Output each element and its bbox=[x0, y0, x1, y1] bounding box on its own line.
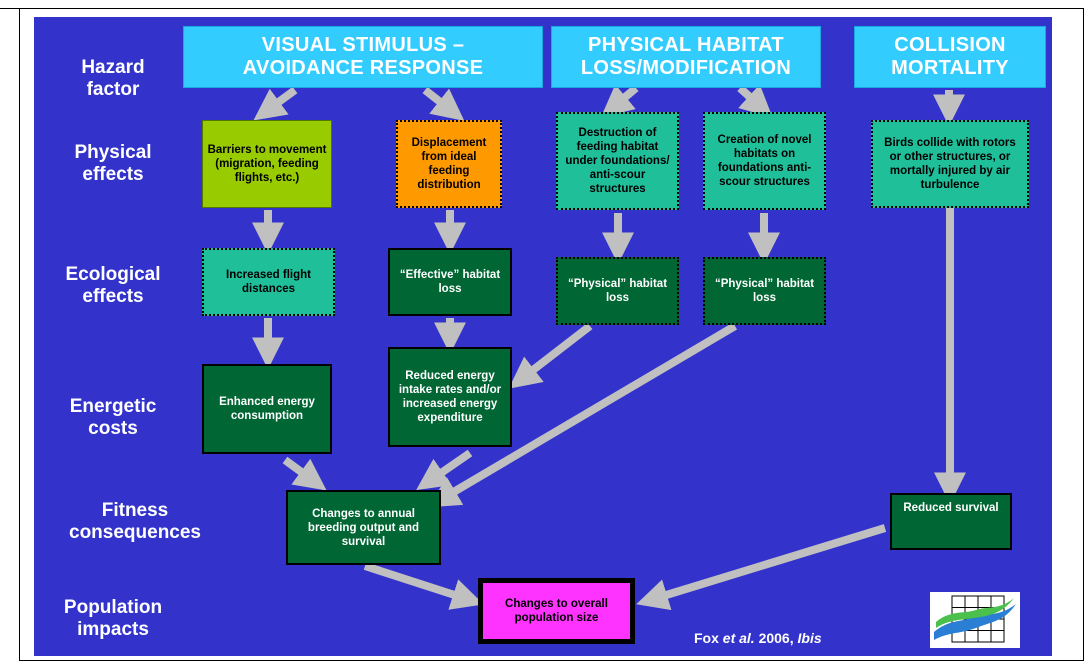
row-label-hazard: Hazard factor bbox=[81, 57, 145, 100]
citation-journal: Ibis bbox=[797, 630, 822, 646]
hazard-visual-stimulus: VISUAL STIMULUS – AVOIDANCE RESPONSE bbox=[183, 26, 543, 88]
row-label-fitness: Fitness consequences bbox=[69, 500, 201, 543]
row-label-ecological: Ecological effects bbox=[65, 264, 161, 307]
box-physical-habitat-loss-1: “Physical” habitat loss bbox=[556, 257, 679, 325]
row-label-energetic: Energetic costs bbox=[69, 396, 157, 439]
row-label-population: Population impacts bbox=[63, 597, 163, 640]
box-enhanced-energy-consumption: Enhanced energy consumption bbox=[202, 364, 332, 454]
box-birds-collide: Birds collide with rotors or other struc… bbox=[871, 120, 1029, 208]
box-effective-habitat-loss: “Effective” habitat loss bbox=[388, 248, 512, 316]
box-reduced-survival: Reduced survival bbox=[890, 493, 1012, 550]
organization-logo bbox=[930, 592, 1020, 648]
citation: Fox et al. 2006, Ibis bbox=[694, 630, 822, 646]
box-population-size: Changes to overall population size bbox=[478, 578, 635, 644]
citation-author: Fox bbox=[694, 630, 719, 646]
hazard-collision-mortality: COLLISION MORTALITY bbox=[854, 26, 1046, 88]
box-destruction-of-habitat: Destruction of feeding habitat under fou… bbox=[556, 112, 679, 210]
frame-corner-tick bbox=[0, 8, 19, 9]
hazard-habitat-loss: PHYSICAL HABITAT LOSS/MODIFICATION bbox=[551, 26, 821, 88]
box-barriers-to-movement: Barriers to movement (migration, feeding… bbox=[202, 120, 332, 208]
box-changes-to-breeding: Changes to annual breeding output and su… bbox=[286, 490, 441, 565]
box-creation-of-habitats: Creation of novel habitats on foundation… bbox=[703, 112, 826, 210]
slide-background bbox=[34, 17, 1052, 656]
citation-etal: et al. bbox=[722, 630, 755, 646]
logo-graphic bbox=[934, 595, 1016, 643]
box-displacement: Displacement from ideal feeding distribu… bbox=[396, 120, 502, 208]
box-reduced-energy-intake: Reduced energy intake rates and/or incre… bbox=[388, 347, 512, 447]
box-increased-flight-distances: Increased flight distances bbox=[202, 248, 335, 316]
citation-year: 2006, bbox=[758, 630, 794, 646]
box-physical-habitat-loss-2: “Physical” habitat loss bbox=[703, 257, 826, 325]
row-label-physical: Physical effects bbox=[74, 142, 152, 185]
